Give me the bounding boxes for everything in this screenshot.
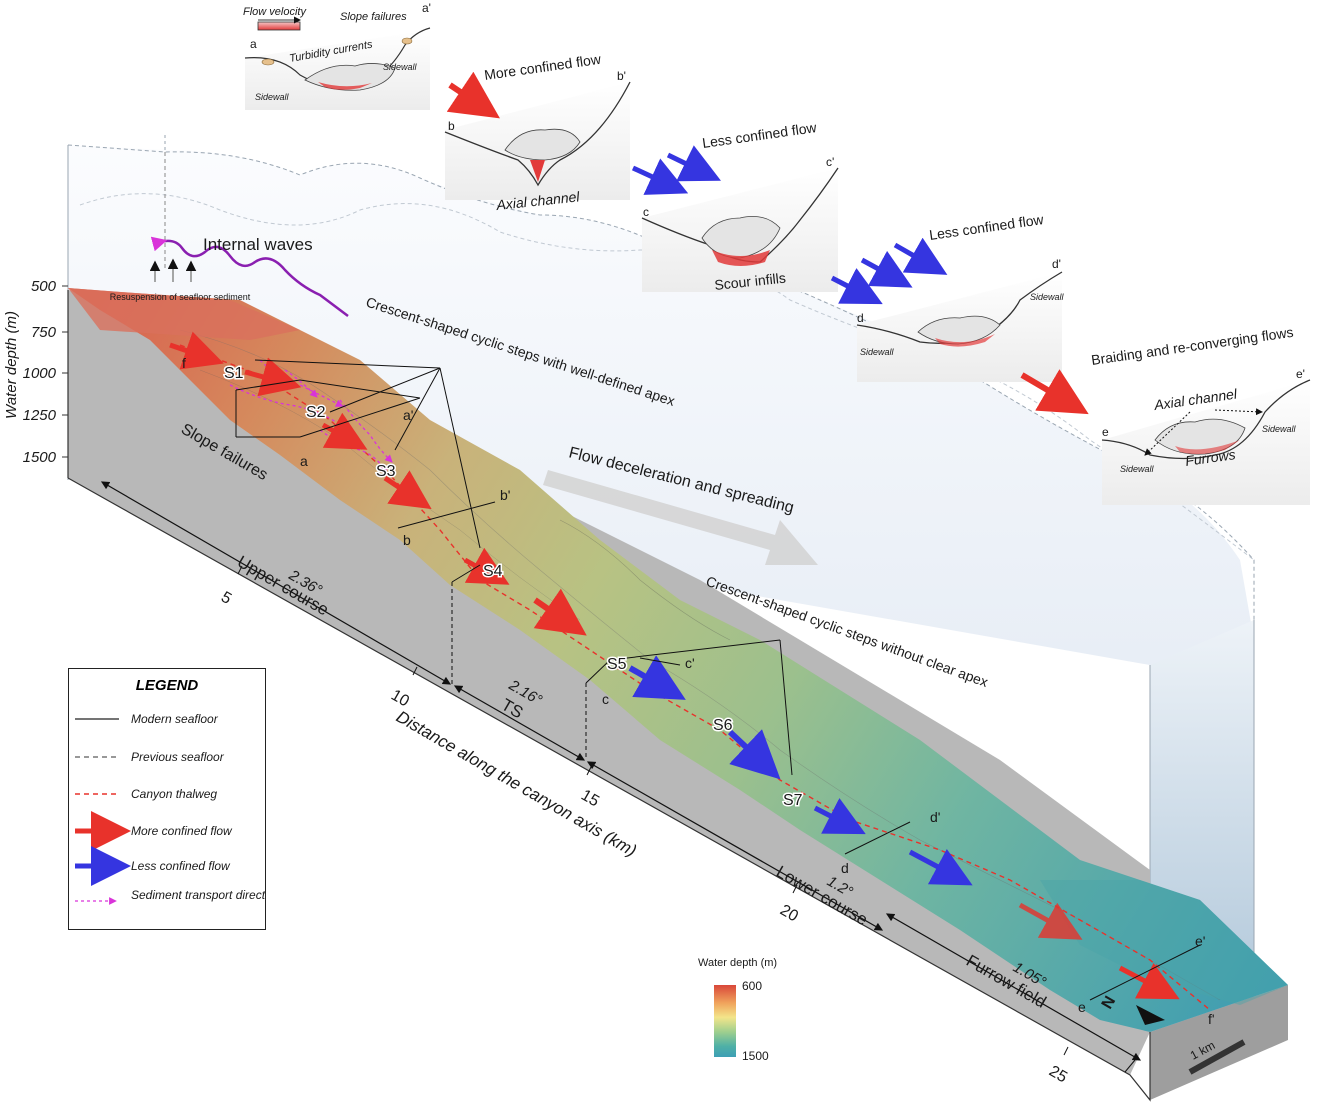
step-label: S5 (607, 656, 627, 673)
svg-text:d: d (857, 311, 864, 325)
svg-text:Less confined flow: Less confined flow (701, 119, 818, 151)
svg-text:b': b' (617, 69, 626, 83)
svg-text:c: c (643, 205, 649, 219)
svg-text:e: e (1078, 999, 1086, 1015)
svg-text:Braiding and re-converging flo: Braiding and re-converging flows (1090, 324, 1294, 368)
svg-text:Modern seafloor: Modern seafloor (131, 712, 219, 726)
svg-text:Flow velocity: Flow velocity (243, 6, 307, 18)
distance-tick: 10 (388, 687, 412, 711)
legend-item: Less confined flow (75, 846, 231, 886)
legend-item: Canyon thalweg (75, 787, 217, 801)
depth-colorbar: Water depth (m) 600 1500 (698, 957, 777, 1063)
less-confined-flow-arrow (628, 655, 686, 700)
svg-text:f: f (182, 355, 186, 371)
svg-text:Previous seafloor: Previous seafloor (131, 750, 225, 764)
step-label: S6 (713, 717, 733, 734)
depth-tick: 1000 (23, 365, 57, 382)
confined-flow-arrow (244, 357, 302, 397)
canyon-thalweg (179, 344, 1211, 1011)
legend-item: Sediment transport direction (75, 888, 265, 905)
legend: LEGEND Modern seafloor Previous seafloor… (68, 668, 266, 930)
distance-tick: 25 (1046, 1063, 1070, 1087)
svg-text:c': c' (826, 155, 834, 169)
panel-a: Flow velocity Slope failures Turbidity c… (243, 1, 431, 110)
panel-b: More confined flow Axial channel b b' (444, 51, 631, 213)
depth-tick: 1500 (23, 449, 57, 466)
svg-text:e': e' (1296, 367, 1305, 381)
colorbar-max: 1500 (742, 1049, 769, 1063)
internal-waves: Internal waves (150, 235, 349, 317)
svg-text:d': d' (930, 809, 940, 825)
confined-flow-arrow (321, 412, 368, 450)
svg-text:Furrows: Furrows (1184, 446, 1236, 469)
legend-item: Modern seafloor (75, 712, 219, 726)
colorbar-min: 600 (742, 979, 762, 993)
sediment-label: Sediment transport direction (131, 888, 265, 902)
svg-text:f': f' (1208, 1011, 1215, 1027)
svg-text:a': a' (422, 1, 431, 15)
svg-text:c': c' (685, 655, 695, 671)
svg-text:b: b (403, 532, 411, 548)
svg-text:a: a (250, 37, 257, 51)
depth-axis: Water depth (m) 500 750 1000 1250 1500 (3, 278, 68, 466)
svg-text:b: b (448, 119, 455, 133)
panel-c: Less confined flow Scour infills c c' (631, 119, 839, 293)
depth-tick: 750 (31, 324, 57, 341)
svg-text:More confined flow: More confined flow (483, 51, 602, 83)
svg-text:d: d (841, 860, 849, 876)
legend-item: More confined flow (75, 811, 233, 851)
step-label: S7 (783, 792, 803, 809)
svg-text:Less confined flow: Less confined flow (131, 859, 231, 873)
svg-text:a': a' (403, 407, 413, 423)
flow-deceleration-arrow (543, 470, 818, 565)
svg-text:d': d' (1052, 257, 1061, 271)
confined-flow-arrow (169, 331, 224, 370)
svg-text:Scour infills: Scour infills (714, 270, 787, 293)
step-label: S2 (306, 404, 326, 421)
colorbar-title: Water depth (m) (698, 957, 777, 969)
svg-text:Sidewall: Sidewall (1262, 424, 1297, 434)
step-label: S1 (224, 365, 244, 382)
distance-tick: 5 (218, 589, 234, 608)
svg-text:b': b' (500, 487, 510, 503)
step-label: S3 (376, 463, 396, 480)
less-confined-flow-arrow (908, 848, 973, 886)
less-confined-flow-arrow (727, 729, 781, 780)
svg-text:Sidewall: Sidewall (1120, 464, 1155, 474)
distance-tick: 15 (578, 787, 602, 811)
confined-flow-arrow (533, 588, 587, 636)
svg-text:Less confined flow: Less confined flow (928, 211, 1045, 243)
distance-tick: 20 (777, 902, 801, 926)
internal-waves-label: Internal waves (203, 235, 313, 254)
svg-text:More confined flow: More confined flow (131, 824, 233, 838)
depth-tick: 1250 (23, 407, 57, 424)
legend-items: Modern seafloor Previous seafloor Canyon… (75, 712, 265, 905)
svg-text:Sidewall: Sidewall (1030, 292, 1065, 302)
confined-flow-arrow (463, 547, 510, 585)
svg-text:e: e (1102, 425, 1109, 439)
svg-text:e': e' (1195, 933, 1205, 949)
resuspension-label: Resuspension of seafloor sediment (110, 292, 251, 302)
svg-text:Sidewall: Sidewall (383, 62, 418, 72)
legend-item: Previous seafloor (75, 750, 225, 764)
svg-text:c: c (602, 691, 609, 707)
svg-text:Sidewall: Sidewall (860, 347, 895, 357)
panel-d: Less confined flow Sidewall Sidewall d d… (830, 211, 1065, 382)
svg-text:Sidewall: Sidewall (255, 92, 290, 102)
svg-text:a: a (300, 453, 308, 469)
legend-title: LEGEND (135, 677, 199, 694)
svg-text:Slope failures: Slope failures (340, 11, 407, 23)
step-label: S4 (483, 563, 503, 580)
depth-axis-label: Water depth (m) (3, 311, 20, 419)
depth-tick: 500 (31, 278, 57, 295)
svg-text:Canyon thalweg: Canyon thalweg (131, 787, 217, 801)
